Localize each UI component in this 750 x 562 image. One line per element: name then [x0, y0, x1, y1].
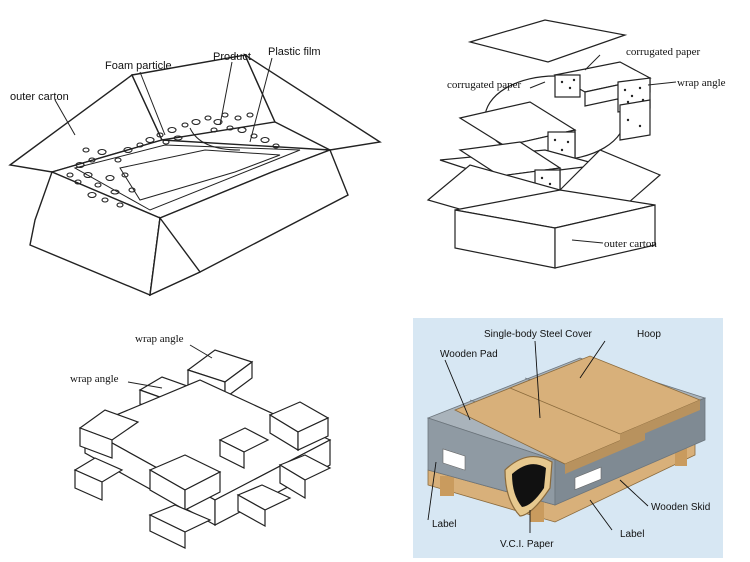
panel3-leaders [127, 344, 213, 389]
wrap-corner-dots [540, 78, 645, 186]
label-wooden-skid: Wooden Skid [651, 502, 710, 513]
product-box [119, 149, 281, 201]
product-curve [189, 127, 241, 151]
plastic-film-rim [73, 144, 301, 211]
wrap-block-right [619, 99, 651, 141]
label-outer-carton-2: outer carton [604, 238, 657, 250]
label-vci-paper: V.C.I. Paper [500, 539, 554, 550]
box-label-left [442, 448, 466, 471]
label-wrap-angle-1: wrap angle [677, 77, 726, 89]
wooden-pad-right [675, 448, 687, 466]
label-label-right: Label [620, 529, 644, 540]
label-wrap-angle-top: wrap angle [135, 333, 184, 345]
foam-particles [66, 112, 280, 208]
wrap-corner-back-left [554, 74, 581, 98]
label-plastic-film: Plastic film [268, 46, 321, 58]
wooden-pad-left [440, 476, 454, 496]
label-wooden-pad: Wooden Pad [440, 349, 498, 360]
outer-carton-body-side [554, 204, 656, 269]
corrugated-sheet-top [467, 19, 628, 63]
label-corrugated-paper-right: corrugated paper [626, 46, 701, 58]
panel2-leaders [529, 54, 677, 244]
panel-steel-cover [413, 318, 723, 558]
label-wrap-angle-left: wrap angle [70, 373, 119, 385]
label-label-left: Label [432, 519, 456, 530]
label-corrugated-paper-left: corrugated paper [447, 79, 522, 91]
label-product: Product [213, 51, 251, 63]
label-outer-carton-1: outer carton [10, 91, 69, 103]
label-foam-particle: Foam particle [105, 60, 172, 72]
label-single-body-steel-cover: Single-body Steel Cover [484, 329, 593, 340]
label-hoop: Hoop [637, 329, 661, 340]
box-label-right [574, 466, 602, 491]
panel-wrap-angles [73, 349, 332, 549]
panel1-leaders [54, 57, 273, 143]
panel4-leaders [427, 340, 649, 533]
carton-front-flap [149, 216, 202, 297]
panel-carton-exploded [426, 19, 662, 269]
vci-paper-core [512, 464, 546, 507]
panel-carton-foam [8, 53, 382, 297]
